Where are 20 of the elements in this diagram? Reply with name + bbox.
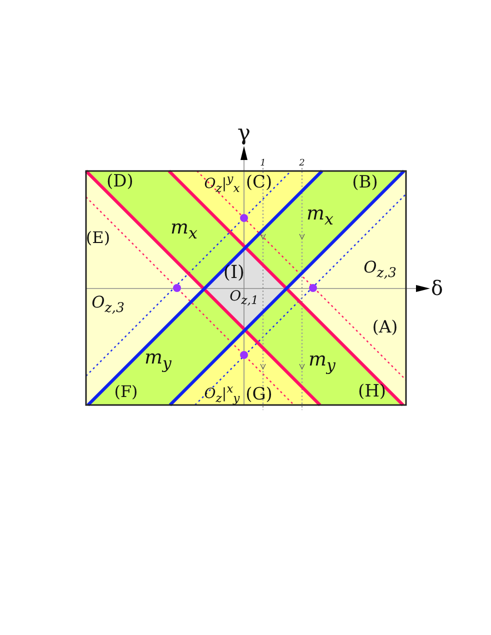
region-label: (B) xyxy=(352,174,378,192)
phase-label: O$_{z,1}$ xyxy=(230,289,258,307)
phase-label: O$_{z,3}$ xyxy=(364,260,396,280)
region-label: (F) xyxy=(114,384,138,400)
region-label: (C) xyxy=(246,174,272,192)
phase-label: m$_{y}$ xyxy=(308,350,336,374)
region-label: (E) xyxy=(86,230,110,246)
axis-label: δ xyxy=(430,278,444,298)
phase-label: m$_{y}$ xyxy=(144,348,172,372)
region-label: (D) xyxy=(106,174,134,190)
region-label: (A) xyxy=(372,320,398,336)
axis-label: γ xyxy=(237,123,251,145)
region-label: (G) xyxy=(246,386,272,404)
line-label: 1 xyxy=(260,160,266,168)
phase-label: m$_{x}$ xyxy=(170,218,198,242)
line-label: 2 xyxy=(299,160,305,168)
region-label: (I) xyxy=(223,264,245,282)
phase-label: m$_{x}$ xyxy=(306,204,334,228)
phase-label: O$_{z,3}$ xyxy=(92,294,124,316)
region-label: (H) xyxy=(358,384,386,400)
